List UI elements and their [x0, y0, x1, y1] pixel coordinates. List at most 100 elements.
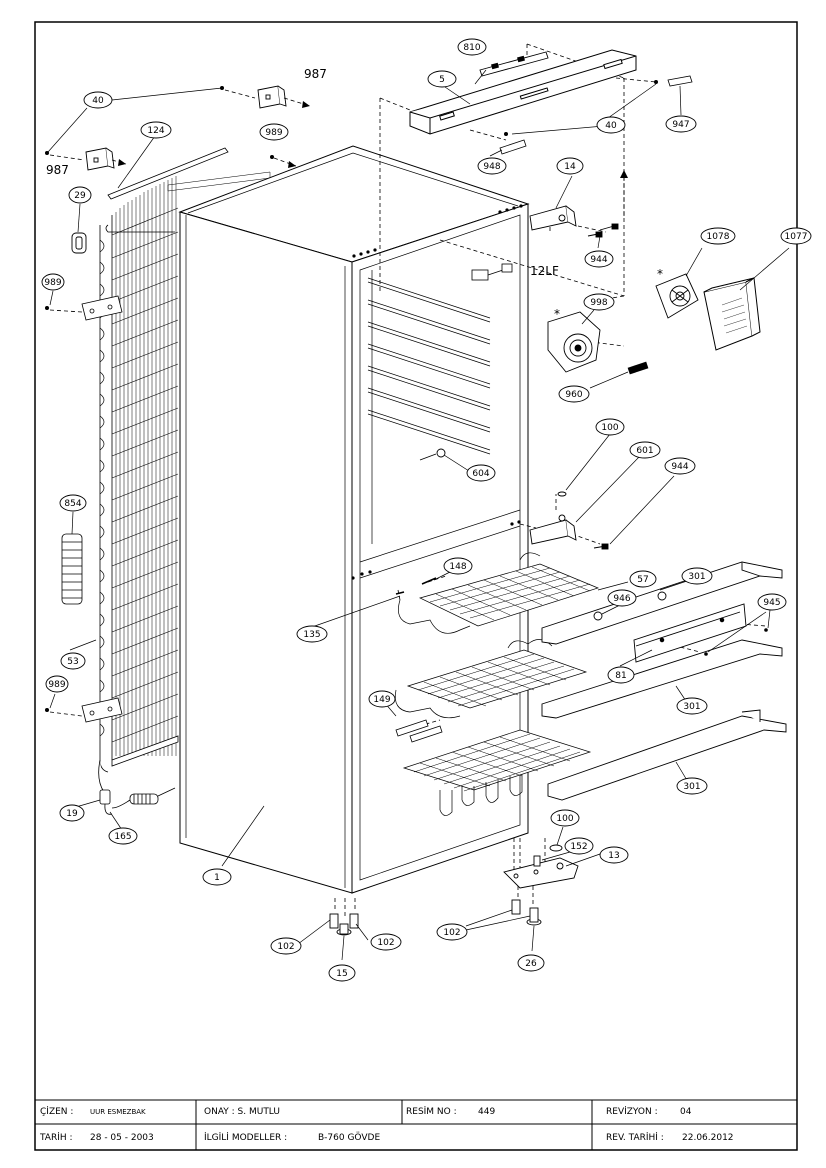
- bottom-hinge-part-13: [503, 857, 579, 889]
- callout-40: 40: [83, 91, 113, 109]
- arrowheads-left: [118, 101, 310, 168]
- fan-motor-part-1078: [655, 273, 699, 319]
- callout-601: 601: [629, 441, 661, 459]
- callout-label: 604: [472, 469, 489, 479]
- star-marker-1078: *: [657, 267, 663, 281]
- drawn-by-value: UUR ESMEZBAK: [90, 1108, 146, 1116]
- callout-26: 26: [517, 954, 545, 972]
- drawing-no-label: RESİM NO :: [406, 1106, 457, 1117]
- evaporator-grid-middle: [394, 639, 588, 719]
- callout-100: 100: [595, 418, 625, 436]
- callout-944: 944: [584, 250, 614, 268]
- callout-label: 102: [443, 928, 460, 938]
- part-946: [593, 591, 667, 621]
- middle-hinge-part-601: [529, 491, 609, 550]
- callout-label: 989: [48, 680, 65, 690]
- label-12lf: 12LF: [530, 264, 559, 278]
- callout-946: 946: [607, 589, 637, 607]
- title-block: [34, 1099, 798, 1151]
- evaporator-grid-bottom: [402, 729, 592, 816]
- callout-label: 947: [672, 120, 689, 130]
- revision-value: 04: [680, 1107, 692, 1117]
- callout-301: 301: [676, 777, 708, 795]
- callout-label: 149: [373, 695, 390, 705]
- callout-960: 960: [558, 385, 590, 403]
- callout-102: 102: [436, 923, 468, 941]
- callout-label: 989: [44, 278, 61, 288]
- condenser-bottom-strip: [111, 735, 179, 767]
- callout-604: 604: [466, 464, 496, 482]
- capillary-drier-part-19: [98, 759, 113, 815]
- callout-label: 40: [92, 96, 104, 106]
- callout-100: 100: [550, 809, 580, 827]
- tube-part-148: [421, 577, 437, 585]
- callout-152: 152: [564, 837, 594, 855]
- callout-5: 5: [427, 70, 457, 88]
- condenser-tubes: [111, 207, 179, 743]
- callout-label: 854: [64, 499, 81, 509]
- callout-label: 53: [67, 657, 78, 667]
- leader-lines: [47, 69, 790, 961]
- callout-label: 29: [74, 191, 86, 201]
- callout-label: 81: [615, 671, 626, 681]
- frame-profile-301-bottom: [547, 709, 787, 801]
- filter-part-165: [111, 787, 176, 809]
- callout-label: 19: [66, 809, 78, 819]
- callout-label: 148: [449, 562, 466, 572]
- callout-989: 989: [45, 675, 69, 693]
- star-marker-998: *: [554, 307, 560, 321]
- callout-label: 152: [570, 842, 587, 852]
- callout-label: 301: [683, 782, 700, 792]
- part-152: [533, 855, 541, 867]
- callout-label: 124: [147, 126, 164, 136]
- drawing-no-value: 449: [478, 1107, 495, 1117]
- thermostat-sensor-604: [419, 448, 446, 461]
- callout-label: 1077: [785, 232, 808, 242]
- revision-label: REVİZYON :: [606, 1106, 658, 1117]
- callout-label: 15: [336, 969, 347, 979]
- callout-945: 945: [757, 593, 787, 611]
- callout-label: 1: [214, 873, 220, 883]
- callout-301: 301: [676, 697, 708, 715]
- top-hinge-part-14: [529, 205, 619, 238]
- frame-profile-301-top: [541, 561, 783, 645]
- callout-label: 998: [590, 298, 607, 308]
- callout-947: 947: [665, 115, 697, 133]
- fridge-shelf-ribs: [367, 270, 491, 544]
- callout-label: 100: [556, 814, 573, 824]
- callout-148: 148: [443, 557, 473, 575]
- cabinet-inner-edges: [185, 152, 521, 888]
- screws-part-945: [704, 628, 768, 656]
- label-987-left: 987: [46, 163, 69, 177]
- callout-label: 102: [377, 938, 394, 948]
- callout-label: 57: [637, 575, 648, 585]
- callout-854: 854: [59, 494, 87, 512]
- callout-135: 135: [296, 625, 328, 643]
- fan-housing-part-998: [547, 311, 601, 373]
- callout-label: 165: [114, 832, 131, 842]
- cabinet-body-part-1: [178, 145, 530, 894]
- drawn-by-label: ÇİZEN :: [40, 1106, 73, 1117]
- callout-label: 102: [277, 942, 294, 952]
- callout-1078: 1078: [700, 227, 736, 245]
- callout-label: 301: [683, 702, 700, 712]
- callout-label: 1078: [707, 232, 730, 242]
- callout-102: 102: [270, 937, 302, 955]
- part-135: [395, 591, 405, 595]
- evaporator-grid-part-57: [398, 552, 600, 634]
- callout-label: 944: [671, 462, 688, 472]
- callout-label: 989: [265, 128, 282, 138]
- callout-149: 149: [368, 690, 396, 708]
- tubes-part-149: [395, 719, 443, 743]
- date-value: 28 - 05 - 2003: [90, 1133, 154, 1143]
- lamp-holder-12lf: [471, 263, 513, 281]
- condenser-top-strip: [107, 147, 229, 200]
- condenser-fins: [115, 176, 177, 756]
- condenser-bracket-lower: [81, 697, 123, 723]
- callout-14: 14: [556, 157, 584, 175]
- callout-40: 40: [596, 116, 626, 134]
- callout-944: 944: [664, 457, 696, 475]
- callout-label: 948: [483, 162, 500, 172]
